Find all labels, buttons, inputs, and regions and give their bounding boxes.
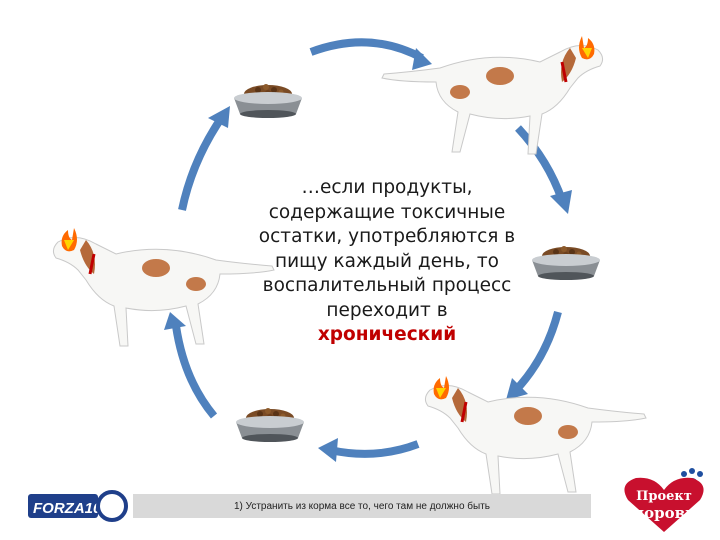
forza10-logo: FORZA10 — [28, 490, 128, 522]
center-line: пищу каждый день, то — [275, 250, 499, 272]
arrow-top — [309, 38, 424, 62]
arrow-bottom — [329, 440, 420, 458]
center-line: содержащие токсичные — [268, 201, 506, 223]
forza10-logo-text: FORZA10 — [33, 500, 102, 517]
dog-icon-left — [51, 226, 276, 348]
center-line: …если продукты, — [301, 177, 473, 198]
arrow-left-upper — [178, 117, 224, 211]
arrow-right-upper — [515, 125, 566, 202]
food-bowl-icon-top — [234, 84, 302, 118]
center-line: остатки, употребляются в — [258, 226, 516, 247]
food-bowl-icon-right — [532, 246, 600, 280]
arrow-right-lower — [513, 310, 562, 393]
arrow-left-lower — [172, 325, 218, 419]
proekt-zdorovie-logo: Проект Здоровье — [623, 468, 705, 532]
proekt-text: Проект — [636, 489, 692, 504]
food-bowl-icon-bottom — [236, 408, 304, 442]
zdorovie-text: Здоровье — [623, 504, 704, 522]
footer-note-bar: 1) Устранить из корма все то, чего там н… — [133, 494, 591, 518]
center-line: воспалительный процесс — [262, 275, 512, 296]
center-accent-word: хронический — [317, 324, 457, 345]
arrow-heads — [164, 48, 572, 462]
center-line: переходит в — [326, 299, 448, 321]
center-text: …если продукты, содержащие токсичные ост… — [252, 176, 522, 348]
cycle-arrows — [172, 38, 566, 458]
footer-note: 1) Устранить из корма все то, чего там н… — [234, 500, 490, 512]
dog-icon-bottom-right — [423, 374, 648, 496]
